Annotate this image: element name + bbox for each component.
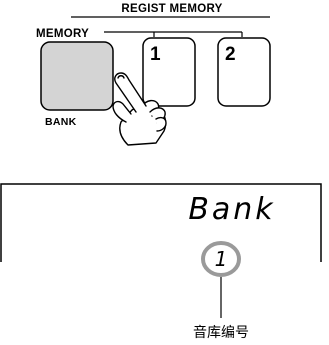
memory-label: MEMORY <box>36 28 89 40</box>
bank-number-caption: 音库编号 <box>193 324 249 341</box>
memory-key-2-label: 2 <box>225 44 236 65</box>
memory-key-1-body[interactable] <box>142 37 196 107</box>
memory-label-group: MEMORY <box>36 28 243 40</box>
lcd-frame <box>0 183 322 262</box>
bank-number-highlight-ring <box>201 241 241 277</box>
bank-number: 1 <box>215 247 228 271</box>
pressing-finger-hand-icon <box>112 72 167 146</box>
memory-key-2[interactable]: 2 <box>217 37 271 107</box>
bank-label: BANK <box>45 116 77 128</box>
memory-key-1[interactable]: 1 <box>142 37 196 107</box>
lcd-display: Bank 1 音库编号 <box>0 183 322 341</box>
bank-button[interactable]: BANK <box>40 41 114 128</box>
lcd-bank-text: Bank <box>188 192 275 227</box>
memory-key-2-body[interactable] <box>217 37 271 107</box>
regist-memory-group: REGIST MEMORY <box>71 3 270 18</box>
memory-key-1-label: 1 <box>150 44 161 65</box>
bank-button-body[interactable] <box>40 41 114 111</box>
regist-memory-label: REGIST MEMORY <box>121 3 222 15</box>
